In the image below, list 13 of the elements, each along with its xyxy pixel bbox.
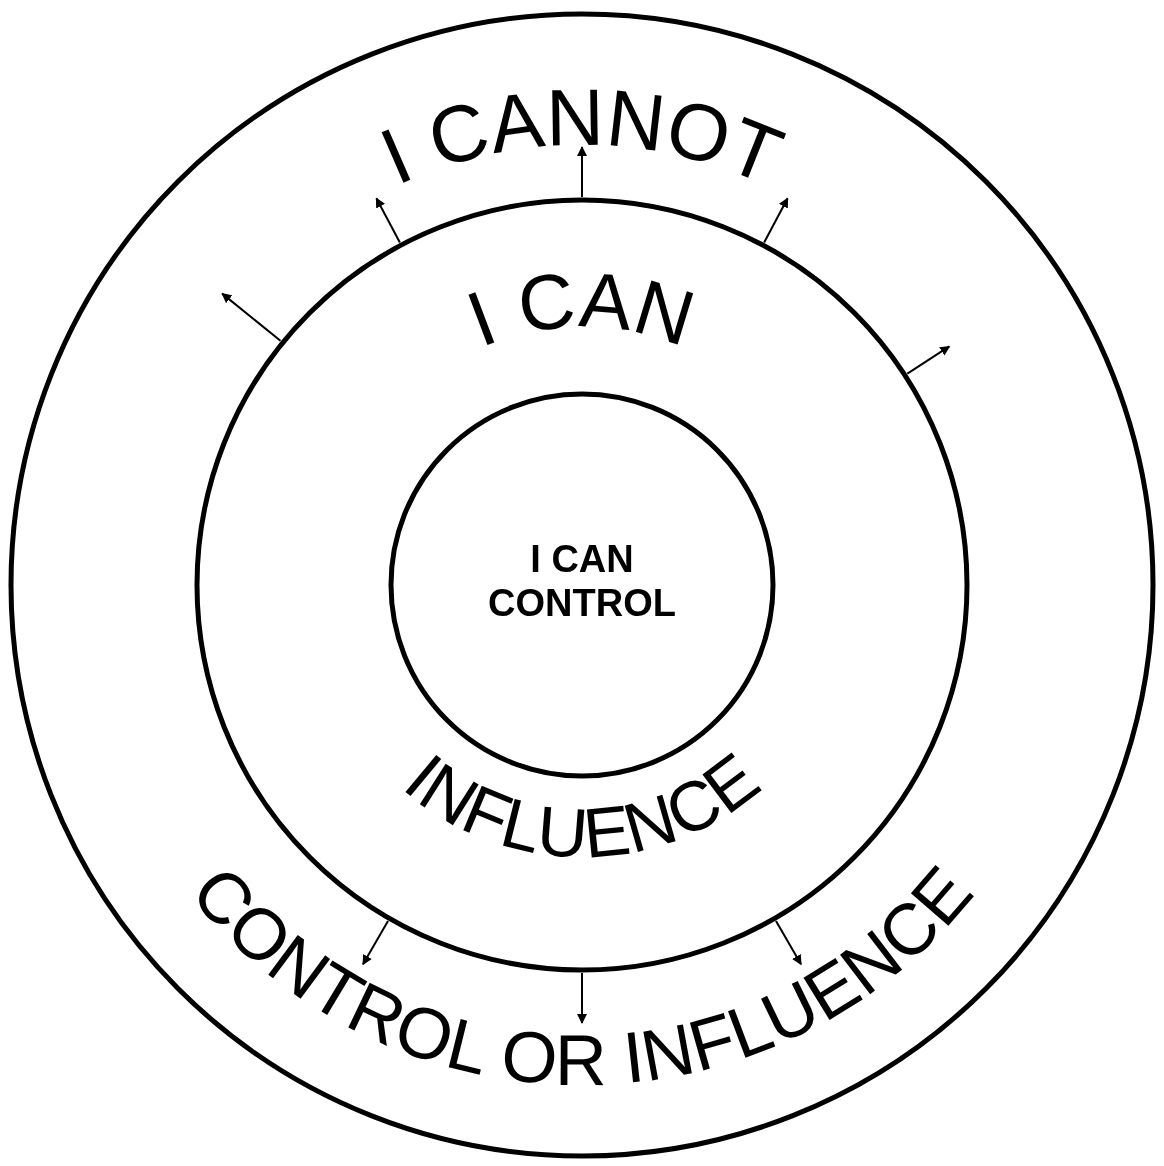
arrow <box>221 292 282 342</box>
zone-label: I CAN CONTROL <box>487 537 677 625</box>
arrow <box>362 920 389 966</box>
arrow <box>763 197 789 244</box>
arrow <box>577 146 587 198</box>
curved-label: INFLUENCE <box>390 738 774 874</box>
curved-label: I CAN <box>455 255 705 364</box>
arrow <box>906 345 951 375</box>
arrow <box>775 920 802 966</box>
curved-label: I CANNOT <box>368 72 795 202</box>
arrow <box>375 197 401 244</box>
arrow <box>577 972 587 1024</box>
circle-zone <box>8 11 1156 1159</box>
